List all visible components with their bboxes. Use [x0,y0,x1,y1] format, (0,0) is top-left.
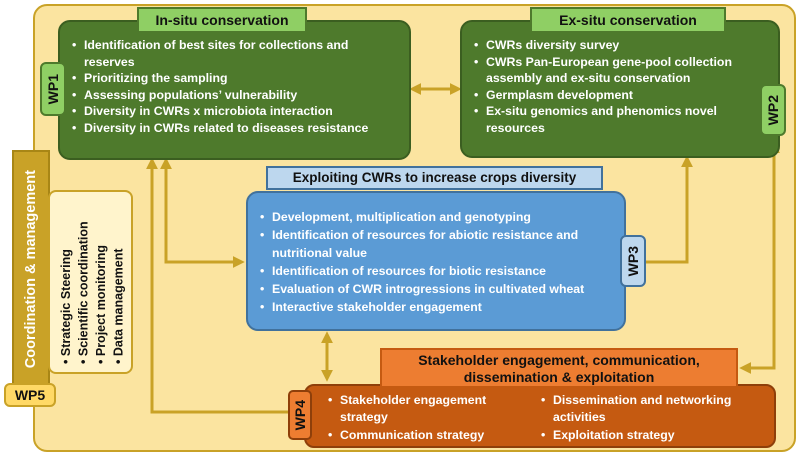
wp4-title-line1: Stakeholder engagement, communication, [418,352,700,368]
wp2-box: CWRs diversity survey CWRs Pan-European … [460,20,780,158]
wp1-item: Prioritizing the sampling [70,70,395,87]
wp5-item: • Strategic Steering [59,249,73,364]
wp3-item: Identification of resources for biotic r… [258,262,613,280]
wp3-box: Development, multiplication and genotypi… [246,191,626,331]
wp3-item: Development, multiplication and genotypi… [258,208,613,226]
wp4-title-line2: dissemination & exploitation [463,369,655,385]
wp4-tag: WP4 [288,390,312,440]
wp1-box: Identification of best sites for collect… [58,20,411,160]
wp4-item: Dissemination and networking activities [539,392,769,425]
wp2-list: CWRs diversity survey CWRs Pan-European … [472,37,742,136]
wp1-list: Identification of best sites for collect… [70,37,395,136]
wp2-item: CWRs diversity survey [472,37,742,54]
wp4-list-right: Dissemination and networking activities … [539,392,769,444]
wp1-item: Diversity in CWRs x microbiota interacti… [70,103,395,120]
wp2-item: Germplasm development [472,87,742,104]
wp1-tag: WP1 [40,62,66,116]
wp5-list: • Strategic Steering • Scientific coordi… [58,204,128,364]
wp5-list-box: • Strategic Steering • Scientific coordi… [48,190,133,374]
wp3-item: Identification of resources for abiotic … [258,226,613,262]
wp4-item: Stakeholder engagement strategy [326,392,531,425]
wp1-title: In-situ conservation [137,7,307,33]
wp5-tag: WP5 [4,383,56,407]
wp1-item: Diversity in CWRs related to diseases re… [70,120,395,137]
arrow-wp1-wp4 [146,157,301,418]
wp5-bar: Coordination & management [12,150,50,388]
wp1-item: Assessing populations’ vulnerability [70,87,395,104]
wp2-item: CWRs Pan-European gene-pool collection a… [472,54,742,87]
wp3-tag: WP3 [620,235,646,287]
wp4-item: Communication strategy [326,427,531,444]
wp2-tag: WP2 [760,84,786,136]
wp2-title: Ex-situ conservation [530,7,726,33]
wp3-item: Interactive stakeholder engagement [258,298,613,316]
wp3-list: Development, multiplication and genotypi… [258,208,613,316]
wp4-list-left: Stakeholder engagement strategy Communic… [326,392,531,444]
arrow-wp2-wp4 [739,141,780,374]
wp1-item: Identification of best sites for collect… [70,37,395,70]
wp4-title: Stakeholder engagement, communication, d… [380,348,738,388]
wp2-item: Ex-situ genomics and phenomics novel res… [472,103,742,136]
wp5-item: • Data management [111,248,126,364]
arrow-wp1-wp3 [160,157,245,268]
wp3-title: Exploiting CWRs to increase crops divers… [266,166,603,190]
wp5-item: • Project monitoring [94,245,108,364]
wp5-item: • Scientific coordination [76,221,91,364]
wp4-item: Exploitation strategy [539,427,769,444]
wp5-title: Coordination & management [23,169,39,369]
wp4-box: Stakeholder engagement strategy Communic… [304,384,776,448]
wp3-item: Evaluation of CWR introgressions in cult… [258,280,613,298]
arrow-wp2-wp3 [627,155,693,268]
